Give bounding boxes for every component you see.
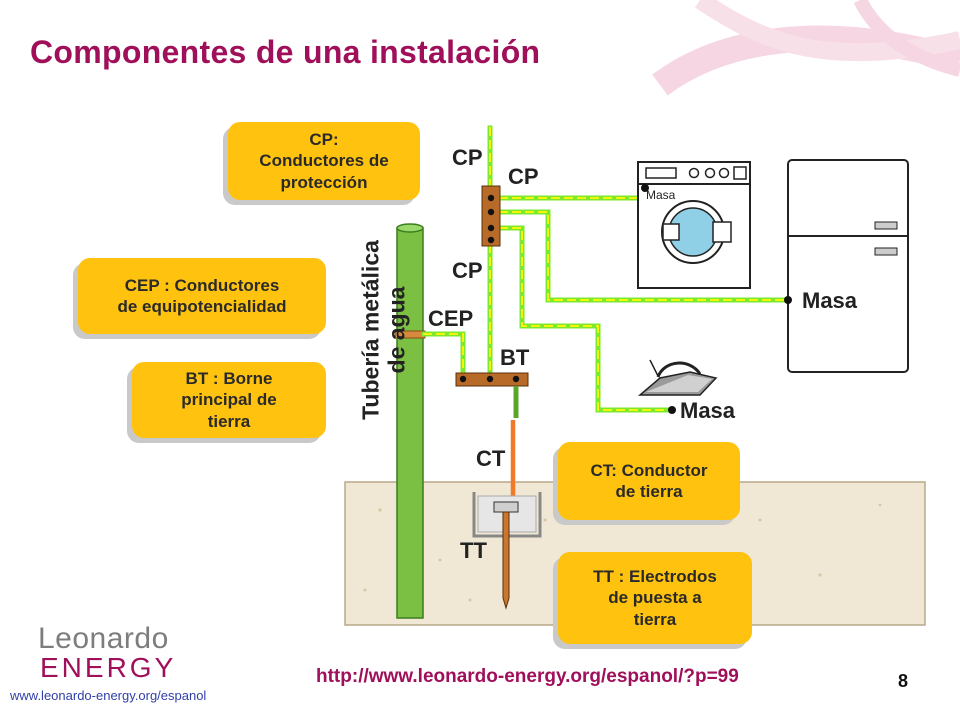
logo-energy: ENERGY (40, 652, 177, 683)
label-bt: BT (500, 345, 530, 370)
label-tt: TT (460, 538, 487, 563)
callout-cp-line3: protección (280, 172, 368, 192)
pipe-label-line2: de agua (384, 286, 410, 374)
source-url-link[interactable]: http://www.leonardo-energy.org/espanol/?… (316, 666, 739, 687)
callout-cp-line2: Conductores de (259, 151, 389, 171)
callout-tt-line3: tierra (633, 609, 677, 629)
callout-cp: CP: Conductores de protección (228, 122, 420, 200)
cp-terminal-block (481, 185, 501, 247)
washing-machine (637, 161, 751, 289)
label-masa-iron: Masa (680, 398, 736, 423)
pipe-label: Tubería metálica de agua (358, 240, 411, 420)
earth-electrode (502, 511, 510, 610)
callout-tt-line2: de puesta a (608, 588, 702, 608)
callout-tt: TT : Electrodos de puesta a tierra (558, 552, 752, 644)
refrigerator (787, 159, 909, 373)
label-masa-washer: Masa (646, 188, 676, 202)
callout-cep-line2: de equipotencialidad (117, 297, 287, 316)
water-pipe (396, 227, 424, 619)
callout-bt-line3: tierra (207, 411, 251, 431)
callout-cep-line1: CEP : Conductores (124, 275, 280, 295)
pipe-label-line1: Tubería metálica (357, 240, 384, 420)
callout-ct: CT: Conductor de tierra (558, 442, 740, 520)
callout-ct-line1: CT: Conductor (590, 460, 708, 480)
callout-bt-line1: BT : Borne (185, 369, 273, 389)
callout-bt-line2: principal de (181, 390, 277, 410)
label-cp-right: CP (508, 164, 539, 189)
label-cp-top: CP (452, 145, 483, 170)
label-ct: CT (476, 446, 506, 471)
page-title: Componentes de una instalación (30, 34, 541, 70)
callout-bt: BT : Borne principal de tierra (132, 362, 326, 438)
label-cep: CEP (428, 306, 474, 331)
callout-ct-line2: de tierra (615, 482, 683, 501)
clothes-iron (637, 359, 718, 396)
label-masa-fridge: Masa (802, 288, 858, 313)
website-link[interactable]: www.leonardo-energy.org/espanol (10, 688, 207, 703)
page-number: 8 (898, 671, 909, 691)
callout-cep: CEP : Conductores de equipotencialidad (78, 258, 326, 334)
callout-tt-line1: TT : Electrodos (593, 567, 717, 587)
label-cp-lower: CP (452, 258, 483, 283)
callout-cp-line1: CP: (309, 130, 339, 150)
logo-leonardo: Leonardo (38, 622, 169, 655)
